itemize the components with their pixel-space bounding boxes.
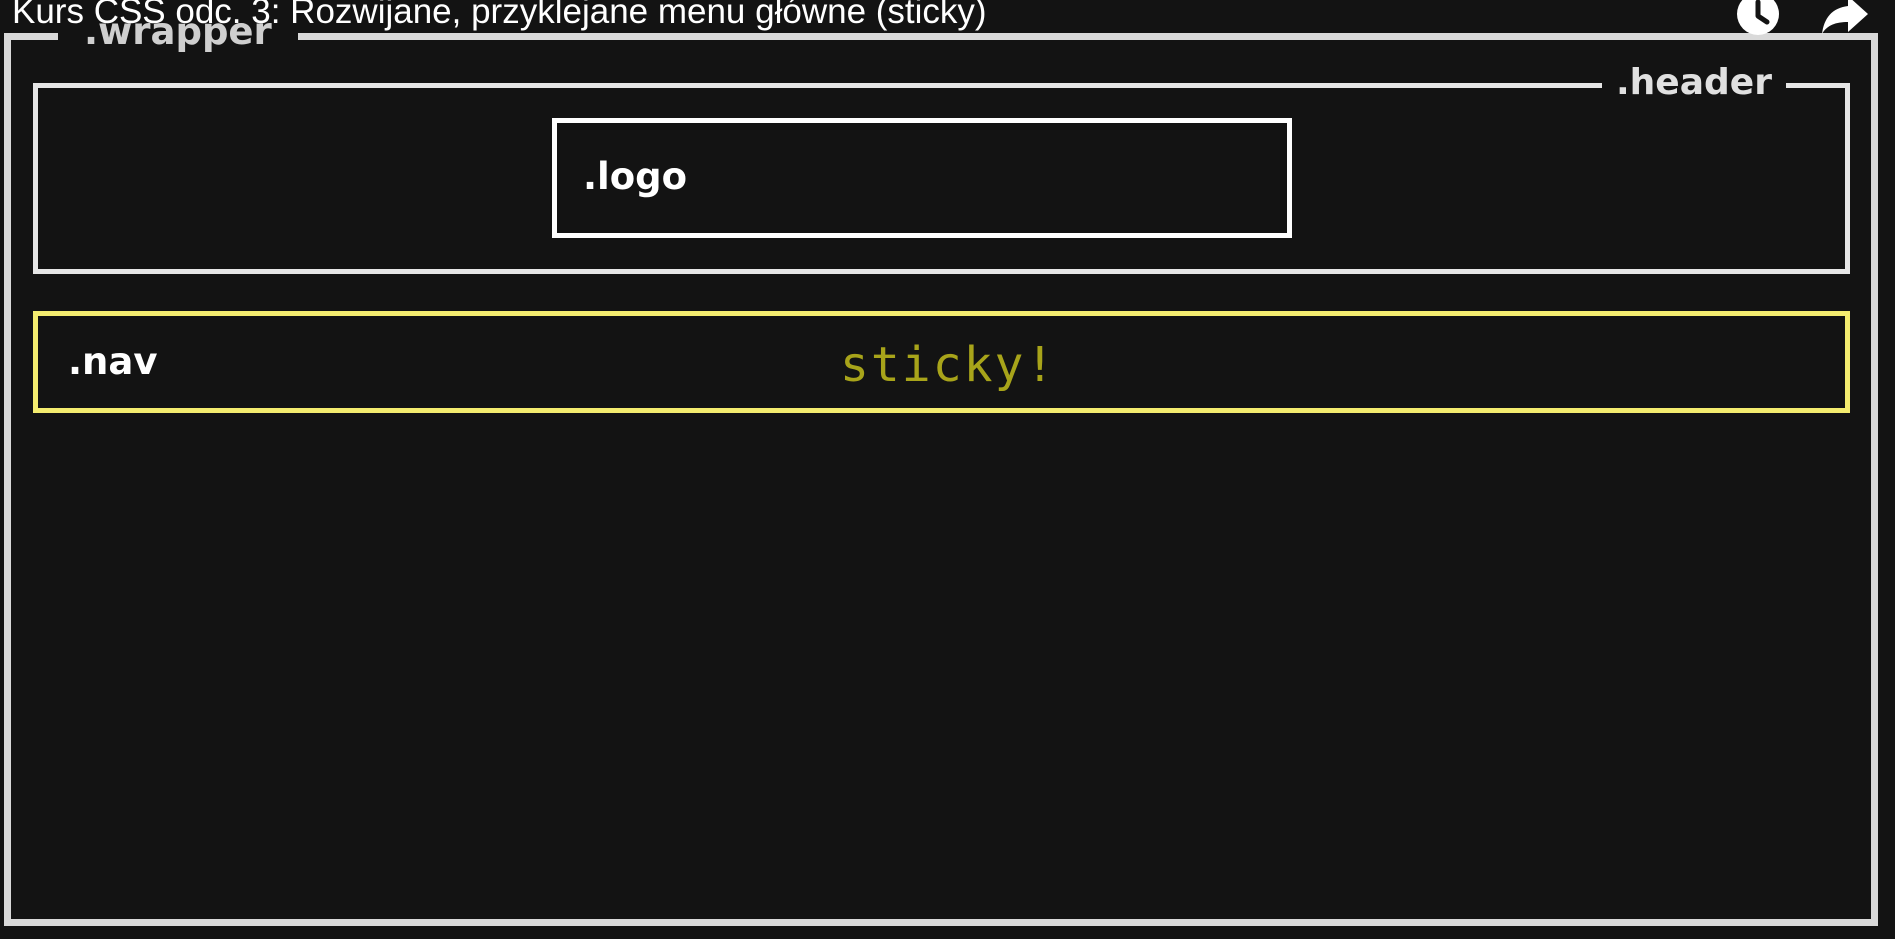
watch-later-button[interactable] <box>1736 0 1792 40</box>
sticky-label: sticky! <box>840 337 1057 393</box>
logo-box: .logo <box>552 118 1292 238</box>
video-title[interactable]: Kurs CSS odc. 3: Rozwijane, przyklejane … <box>12 0 987 31</box>
share-button[interactable] <box>1818 0 1874 40</box>
header-label: .header <box>1602 58 1786 108</box>
wrapper-label: .wrapper <box>58 6 298 58</box>
logo-label: .logo <box>583 155 688 198</box>
header-box <box>33 83 1850 274</box>
wrapper-box <box>4 33 1878 926</box>
nav-label: .nav <box>68 340 158 383</box>
clock-icon <box>1737 0 1779 35</box>
share-arrow-icon <box>1822 0 1868 34</box>
nav-box: .nav sticky! <box>33 311 1850 413</box>
